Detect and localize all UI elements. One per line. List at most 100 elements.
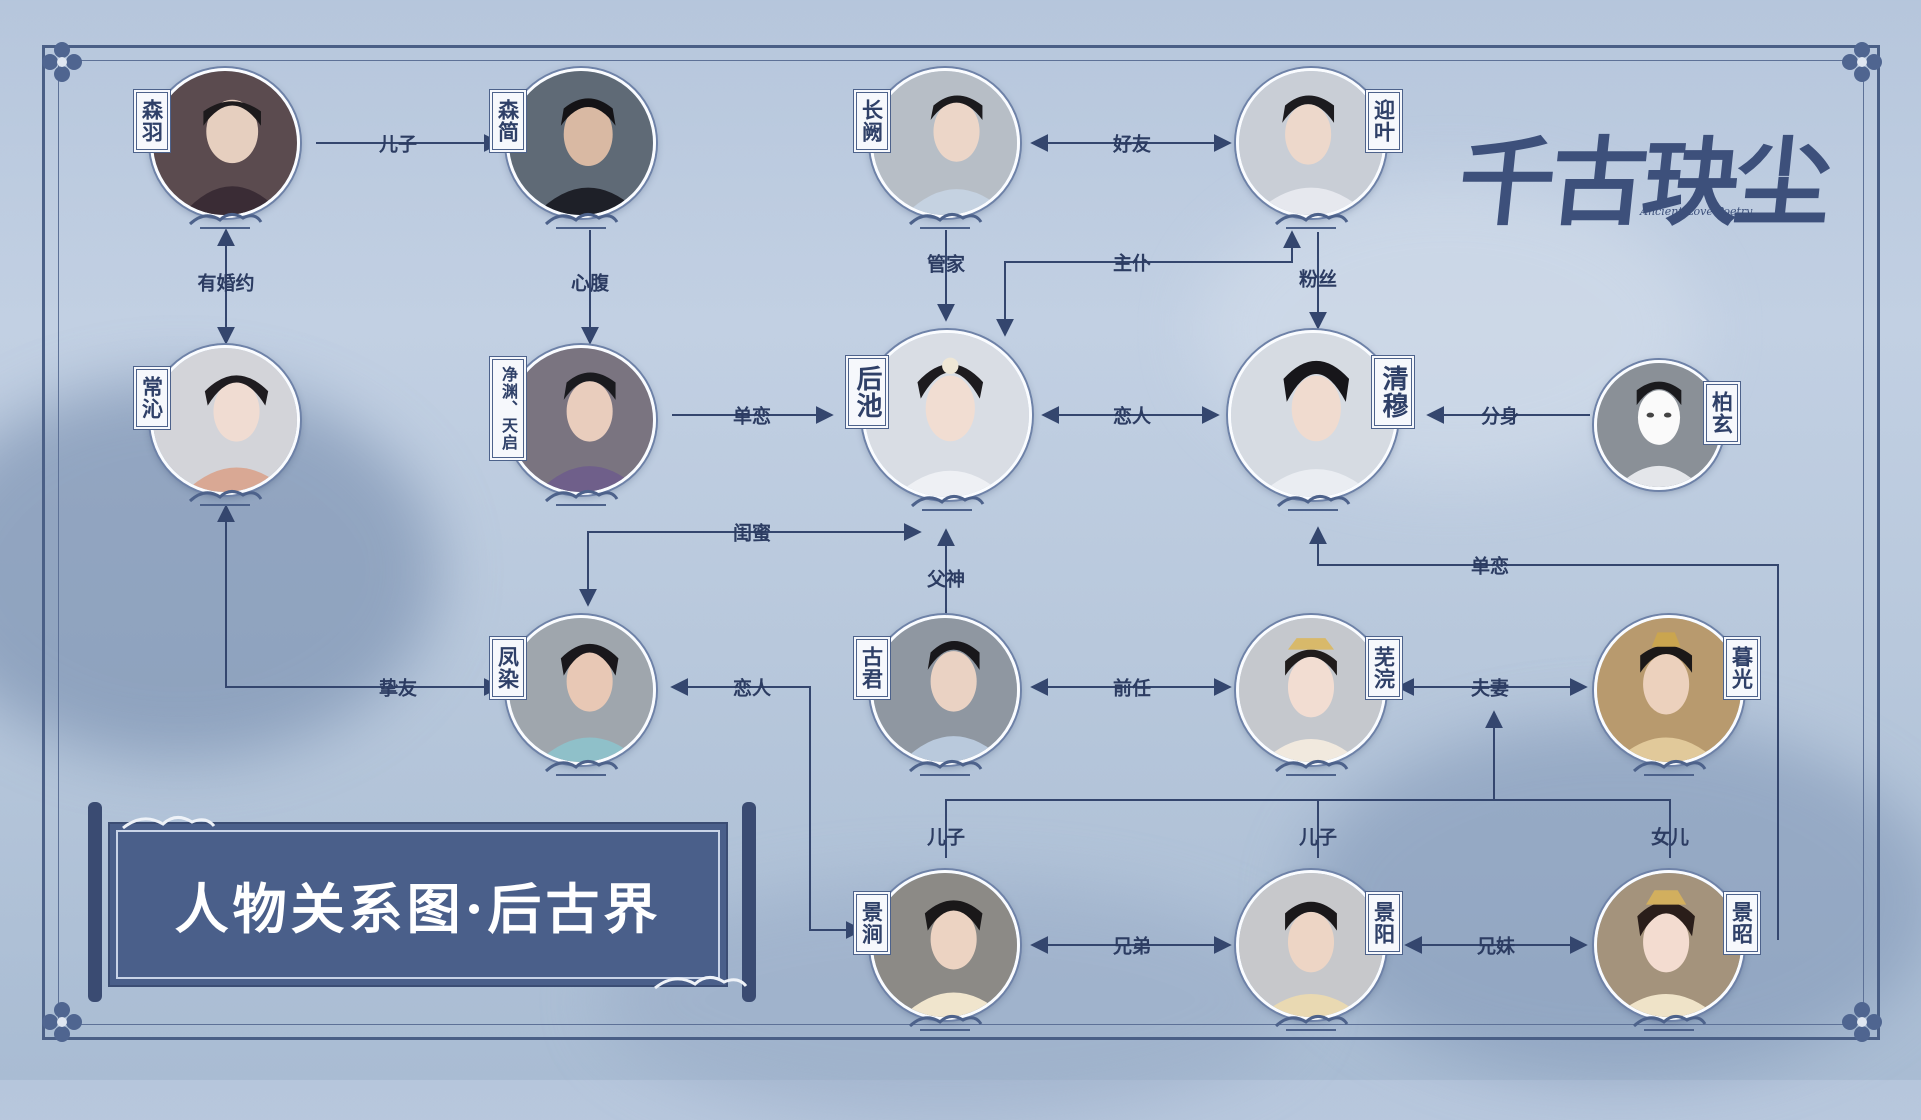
relation-label: 挚友 (378, 677, 418, 700)
flower-corner-icon (42, 1002, 82, 1042)
cloud-ornament-icon (188, 213, 263, 229)
cloud-ornament-icon (122, 816, 216, 830)
name-plaque: 森简 (492, 92, 524, 150)
link-zhiyou (217, 504, 502, 696)
portrait (506, 68, 656, 218)
name-plaque: 净渊、天启 (492, 359, 524, 458)
character-node-jingzhao[interactable]: 景昭 (1594, 870, 1758, 1031)
link-zhupu (996, 230, 1301, 337)
cloud-ornament-icon (908, 760, 983, 776)
relation-label: 单恋 (732, 405, 772, 428)
portrait (150, 68, 300, 218)
character-node-changqin[interactable]: 常沁 (136, 345, 300, 506)
character-node-changque[interactable]: 长阙 (856, 68, 1020, 229)
relationship-lines (217, 134, 1779, 954)
scroll-rod-left (88, 802, 102, 1002)
relation-label: 好友 (1112, 133, 1152, 156)
portrait (870, 68, 1020, 218)
link-fengran-jingjian (670, 678, 864, 939)
cloud-ornament-icon (910, 495, 985, 511)
cloud-ornament-icon (654, 976, 748, 990)
character-node-gujun[interactable]: 古君 (856, 615, 1020, 776)
relation-label: 粉丝 (1298, 268, 1338, 291)
portrait (870, 870, 1020, 1020)
relation-label: 夫妻 (1470, 677, 1510, 700)
character-node-jingyang[interactable]: 景阳 (1236, 870, 1400, 1031)
character-node-jingyuan-tianqi[interactable]: 净渊、天启 (492, 345, 656, 506)
relation-label: 兄弟 (1112, 935, 1152, 958)
name-plaque: 清穆 (1374, 358, 1412, 426)
inner-frame (58, 60, 1864, 1025)
relation-label: 有婚约 (197, 272, 255, 295)
cloud-ornament-icon (1632, 760, 1707, 776)
portrait (1236, 615, 1386, 765)
name-plaque: 古君 (856, 639, 888, 697)
relation-label: 恋人 (1112, 405, 1152, 428)
relation-label: 主仆 (1112, 252, 1152, 275)
relation-label: 兄妹 (1476, 935, 1516, 958)
relation-label: 前任 (1112, 677, 1152, 700)
relation-label: 儿子 (1298, 826, 1338, 849)
relation-label: 管家 (926, 253, 966, 276)
name-plaque: 常沁 (136, 369, 168, 427)
page-title: 人物关系图·后古界 (116, 830, 720, 979)
relation-label: 恋人 (732, 677, 772, 700)
cloud-ornament-icon (908, 213, 983, 229)
cloud-ornament-icon (544, 213, 619, 229)
link-guimi (579, 523, 922, 607)
character-node-senjian[interactable]: 森简 (492, 68, 656, 229)
name-plaque: 景昭 (1726, 894, 1758, 952)
name-plaque: 景阳 (1368, 894, 1400, 952)
relation-label: 儿子 (926, 826, 966, 849)
cloud-ornament-icon (1274, 213, 1349, 229)
character-node-fengran[interactable]: 凤染 (492, 615, 656, 776)
portrait (150, 345, 300, 495)
title-banner: 人物关系图·后古界 (108, 822, 728, 987)
link-children-bracket (945, 799, 1671, 858)
flower-corner-icon (1842, 1002, 1882, 1042)
cloud-ornament-icon (544, 490, 619, 506)
name-plaque: 景涧 (856, 894, 888, 952)
character-node-muguang[interactable]: 暮光 (1594, 615, 1758, 776)
portrait (506, 615, 656, 765)
character-node-houchi[interactable]: 后池 (848, 330, 1032, 511)
logo-subtitle: Ancient Love Poetry (1640, 205, 1753, 218)
character-node-yingye[interactable]: 迎叶 (1236, 68, 1400, 229)
cloud-ornament-icon (188, 490, 263, 506)
character-node-baixuan[interactable]: 柏玄 (1594, 360, 1738, 490)
outer-frame (42, 45, 1880, 1040)
portrait (1236, 68, 1386, 218)
cloud-ornament-icon (1274, 760, 1349, 776)
character-node-wuwan[interactable]: 芜浣 (1236, 615, 1400, 776)
portrait (1594, 360, 1724, 490)
name-plaque: 凤染 (492, 639, 524, 697)
portrait (1228, 330, 1398, 500)
portrait (870, 615, 1020, 765)
name-plaque: 长阙 (856, 92, 888, 150)
cloud-ornament-icon (1632, 1015, 1707, 1031)
relation-label: 父神 (926, 568, 966, 591)
portrait (506, 345, 656, 495)
show-logo: 千古玦尘 Ancient Love Poetry (1453, 105, 1840, 245)
relation-label: 儿子 (378, 133, 418, 156)
portrait (1236, 870, 1386, 1020)
scroll-rod-right (742, 802, 756, 1002)
cloud-ornament-icon (1274, 1015, 1349, 1031)
relationship-diagram: 儿子 好友 有婚约 心腹 管家 主仆 粉丝 单恋 恋人 分身 闺蜜 父神 单恋 … (0, 42, 1921, 1120)
portrait (862, 330, 1032, 500)
relation-label: 心腹 (570, 272, 610, 295)
name-plaque: 芜浣 (1368, 639, 1400, 697)
name-plaque: 柏玄 (1706, 384, 1738, 442)
portrait (1594, 870, 1744, 1020)
relation-label: 分身 (1480, 405, 1520, 428)
character-node-jingjian[interactable]: 景涧 (856, 870, 1020, 1031)
cloud-ornament-icon (908, 1015, 983, 1031)
name-plaque: 森羽 (136, 92, 168, 150)
logo-title: 千古玦尘 (1453, 126, 1834, 239)
cloud-ornament-icon (1276, 495, 1351, 511)
link-jingzhao-qingmu (1309, 526, 1779, 940)
character-node-senyu[interactable]: 森羽 (136, 68, 300, 229)
cloud-ornament-icon (544, 760, 619, 776)
relation-label: 女儿 (1650, 826, 1690, 849)
character-node-qingmu[interactable]: 清穆 (1228, 330, 1412, 511)
